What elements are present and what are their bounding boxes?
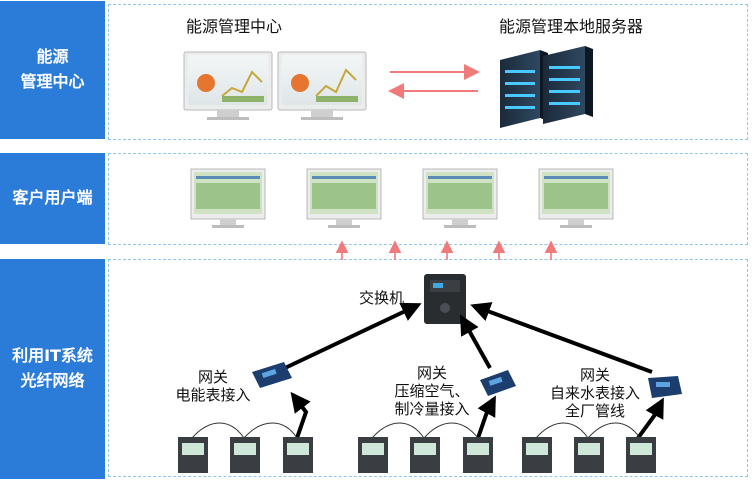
gateway-icon-1 xyxy=(252,362,292,388)
gateway-label-1: 网关 电能表接入 xyxy=(175,368,251,404)
client-monitor-4 xyxy=(538,168,614,228)
band-client: 客户用户端 xyxy=(0,153,105,244)
switch-icon xyxy=(424,274,466,324)
gateway-label-3: 网关 自来水表接入 全厂管线 xyxy=(549,366,640,420)
panel-client xyxy=(108,153,748,245)
client-monitor-3 xyxy=(422,168,498,228)
meter-links xyxy=(290,391,664,440)
panel-management xyxy=(108,4,748,140)
meter-group-2 xyxy=(358,437,493,473)
gateway-icon-2 xyxy=(480,370,516,396)
local-server-title: 能源管理本地服务器 xyxy=(499,17,644,36)
gateway-label-2: 网关 压缩空气、 制冷量接入 xyxy=(394,364,470,418)
client-monitor-2 xyxy=(306,168,382,228)
switch-label: 交换机 xyxy=(359,289,405,307)
gateway-icon-3 xyxy=(648,376,682,398)
management-monitor-1 xyxy=(183,51,273,120)
meter-group-1 xyxy=(178,437,313,473)
meter-wiring xyxy=(191,422,641,439)
panel-network xyxy=(108,259,748,477)
uplink-arrows xyxy=(335,240,558,260)
client-monitor-1 xyxy=(190,168,266,228)
band-network: 利用IT系统 光纤网络 xyxy=(0,259,105,479)
meter-group-3 xyxy=(522,437,656,473)
management-monitor-2 xyxy=(277,51,367,120)
server-icon xyxy=(500,46,593,128)
energy-center-title: 能源管理中心 xyxy=(186,17,283,36)
gateway-links xyxy=(284,302,653,374)
band-management: 能源 管理中心 xyxy=(0,1,105,139)
